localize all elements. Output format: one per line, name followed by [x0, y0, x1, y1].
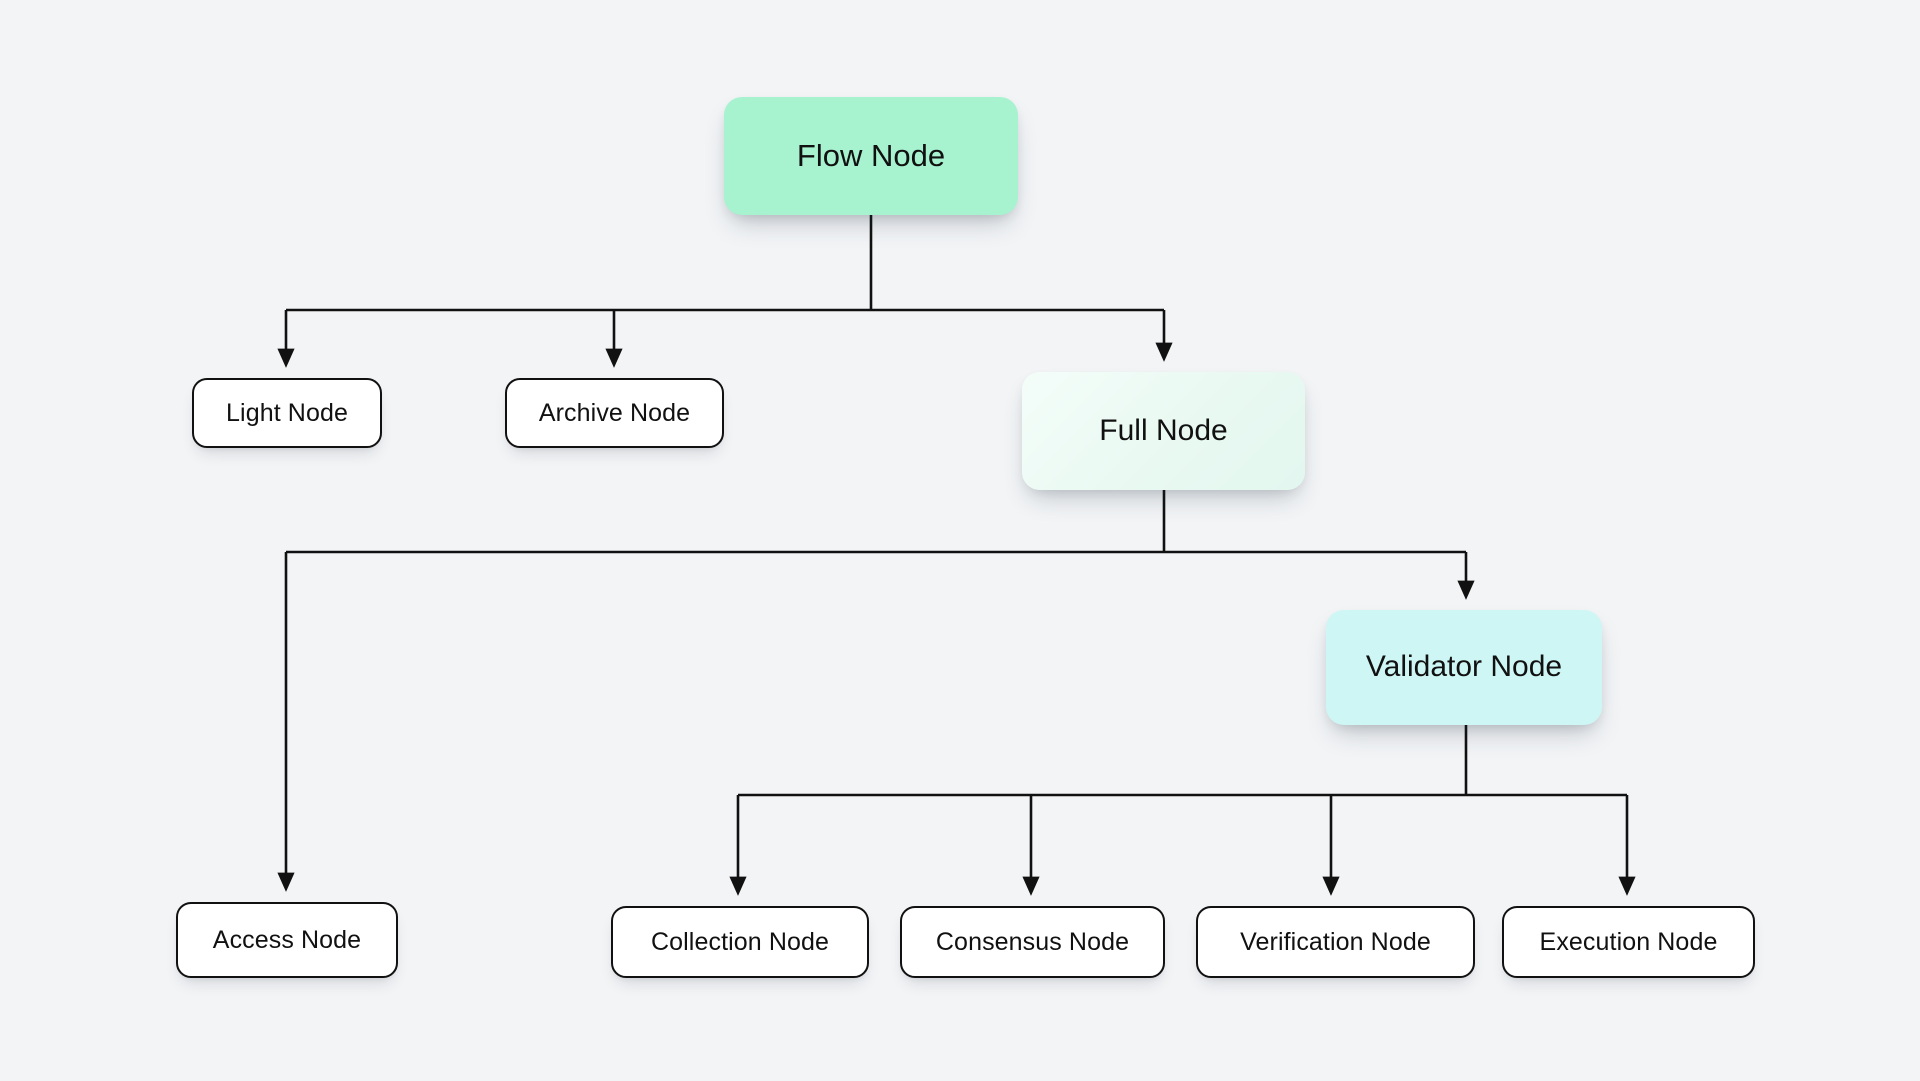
node-consensus-node[interactable]: Consensus Node: [900, 906, 1165, 978]
node-light-node[interactable]: Light Node: [192, 378, 382, 448]
node-collection-node-label: Collection Node: [651, 927, 829, 956]
node-archive-node[interactable]: Archive Node: [505, 378, 724, 448]
node-flow-node[interactable]: Flow Node: [724, 97, 1018, 215]
node-execution-node-label: Execution Node: [1539, 927, 1718, 956]
node-execution-node[interactable]: Execution Node: [1502, 906, 1755, 978]
node-collection-node[interactable]: Collection Node: [611, 906, 869, 978]
node-access-node[interactable]: Access Node: [176, 902, 398, 978]
node-validator-node-label: Validator Node: [1365, 650, 1563, 684]
node-full-node[interactable]: Full Node: [1022, 372, 1305, 490]
node-verification-node[interactable]: Verification Node: [1196, 906, 1475, 978]
node-validator-node[interactable]: Validator Node: [1326, 610, 1602, 725]
node-light-node-label: Light Node: [226, 398, 348, 427]
node-access-node-label: Access Node: [212, 925, 362, 954]
node-flow-node-label: Flow Node: [796, 138, 946, 174]
node-archive-node-label: Archive Node: [538, 398, 691, 427]
node-consensus-node-label: Consensus Node: [935, 927, 1130, 956]
node-full-node-label: Full Node: [1099, 413, 1228, 447]
node-verification-node-label: Verification Node: [1240, 927, 1431, 956]
